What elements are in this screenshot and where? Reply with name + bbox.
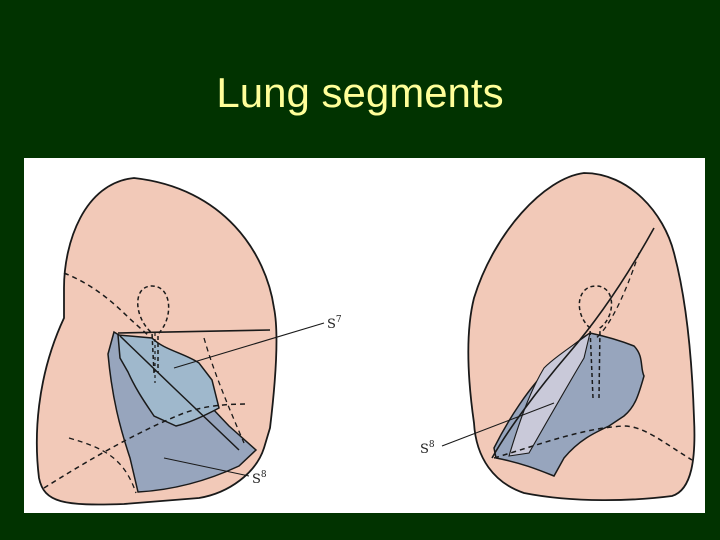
lung-diagram: S7 S8: [24, 158, 705, 513]
slide-title: Lung segments: [0, 68, 720, 118]
right-lung: S8: [420, 173, 694, 500]
left-s8-label: S8: [252, 470, 267, 487]
right-s8-label: S8: [420, 440, 435, 457]
lung-segments-figure: S7 S8: [24, 158, 705, 513]
left-lung: S7 S8: [37, 178, 342, 505]
left-s7-label: S7: [327, 315, 342, 332]
